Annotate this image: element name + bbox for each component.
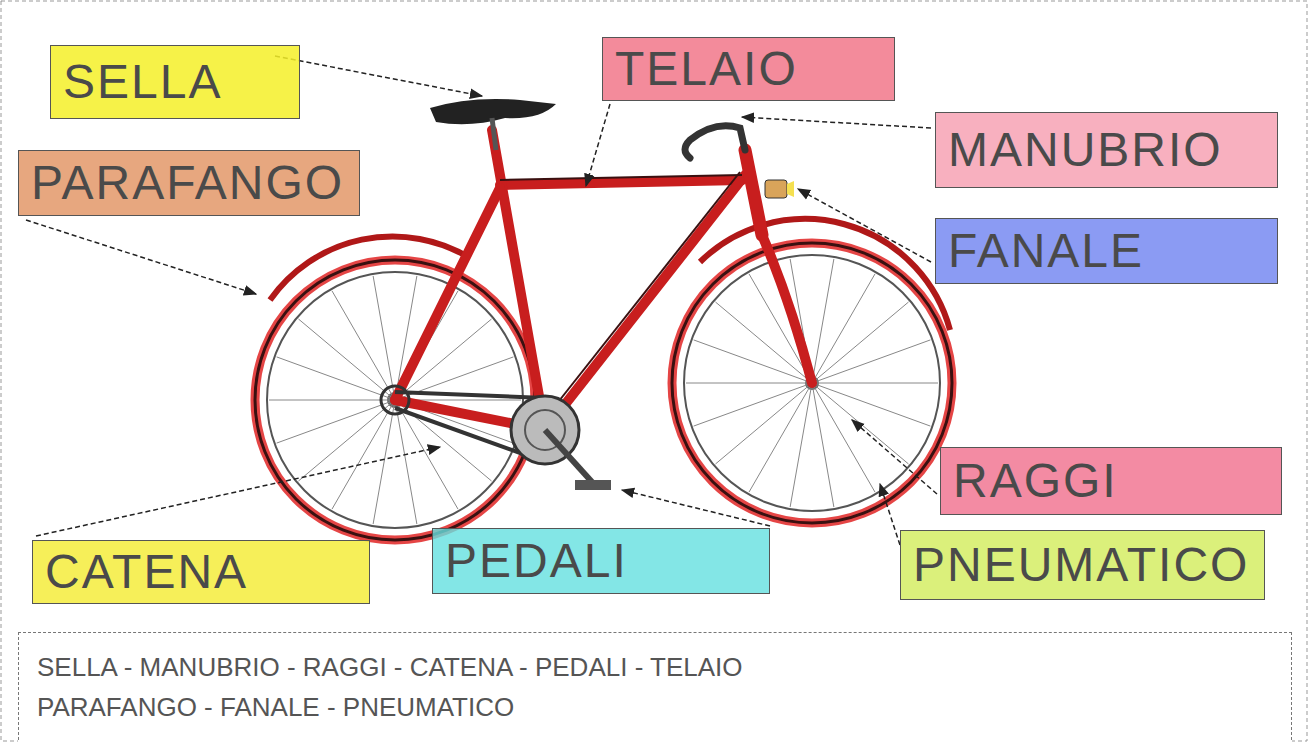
part-label: SELLA [63, 58, 222, 106]
top-tube [500, 180, 742, 185]
spokes [269, 259, 938, 524]
part-label: TELAIO [615, 45, 798, 93]
part-label: RAGGI [953, 457, 1118, 505]
handlebar [685, 126, 745, 158]
frame [395, 130, 812, 430]
leader-line [36, 447, 440, 536]
leader-line [880, 484, 900, 545]
spoke [812, 383, 909, 464]
spoke [749, 383, 812, 492]
part-label: PEDALI [445, 537, 628, 585]
seat-stay [395, 188, 500, 400]
label-box: PNEUMATICO [900, 530, 1265, 600]
part-label: FANALE [948, 227, 1144, 275]
pedal [575, 480, 611, 490]
headlight [765, 180, 787, 198]
wheels [255, 243, 952, 540]
spoke [298, 400, 395, 481]
leader-line [586, 104, 610, 186]
leader-line [798, 189, 931, 262]
word-bank: SELLA - MANUBRIO - RAGGI - CATENA - PEDA… [18, 632, 1292, 742]
spoke [332, 400, 395, 509]
label-box: PARAFANGO [18, 150, 360, 216]
spoke [694, 383, 812, 426]
down-tube [545, 175, 745, 430]
spoke [686, 383, 812, 384]
spoke [694, 340, 812, 383]
seat-post [492, 118, 496, 150]
label-box: FANALE [935, 218, 1278, 284]
spoke [277, 357, 395, 400]
crank [545, 430, 592, 482]
spoke [395, 400, 417, 524]
spoke [298, 319, 395, 400]
spoke [812, 383, 834, 507]
label-box: TELAIO [602, 37, 895, 101]
seat-tube [492, 130, 545, 430]
rear-sprocket [381, 386, 409, 414]
frame-outline [500, 172, 742, 425]
spoke [269, 400, 395, 401]
spoke [812, 340, 930, 383]
leader-line [275, 56, 482, 96]
front-mudguard [700, 219, 950, 330]
leader-line [26, 220, 256, 294]
spoke [715, 383, 812, 464]
fork [762, 235, 812, 383]
word-list: SELLA - MANUBRIO - RAGGI - CATENA - PEDA… [37, 647, 1273, 687]
spoke [812, 383, 938, 384]
spoke [373, 276, 395, 400]
label-box: CATENA [32, 540, 370, 604]
label-box: MANUBRIO [935, 112, 1278, 188]
head-tube [745, 150, 762, 235]
spoke [812, 302, 909, 383]
spoke [812, 383, 930, 426]
label-box: SELLA [50, 45, 300, 119]
part-label: MANUBRIO [948, 126, 1223, 174]
spoke [812, 274, 875, 383]
rear-mudguard [270, 236, 470, 300]
part-label: CATENA [45, 548, 248, 596]
label-box: RAGGI [940, 447, 1282, 515]
leader-line [742, 117, 931, 128]
part-label: PARAFANGO [31, 159, 344, 207]
leader-line [852, 420, 937, 494]
leader-line [622, 490, 770, 526]
word-list: PARAFANGO - FANALE - PNEUMATICO [37, 687, 1273, 727]
leader-lines [26, 56, 937, 545]
headlight-lens [787, 181, 794, 197]
label-box: PEDALI [432, 528, 770, 594]
spoke [277, 400, 395, 443]
part-label: PNEUMATICO [913, 541, 1249, 589]
